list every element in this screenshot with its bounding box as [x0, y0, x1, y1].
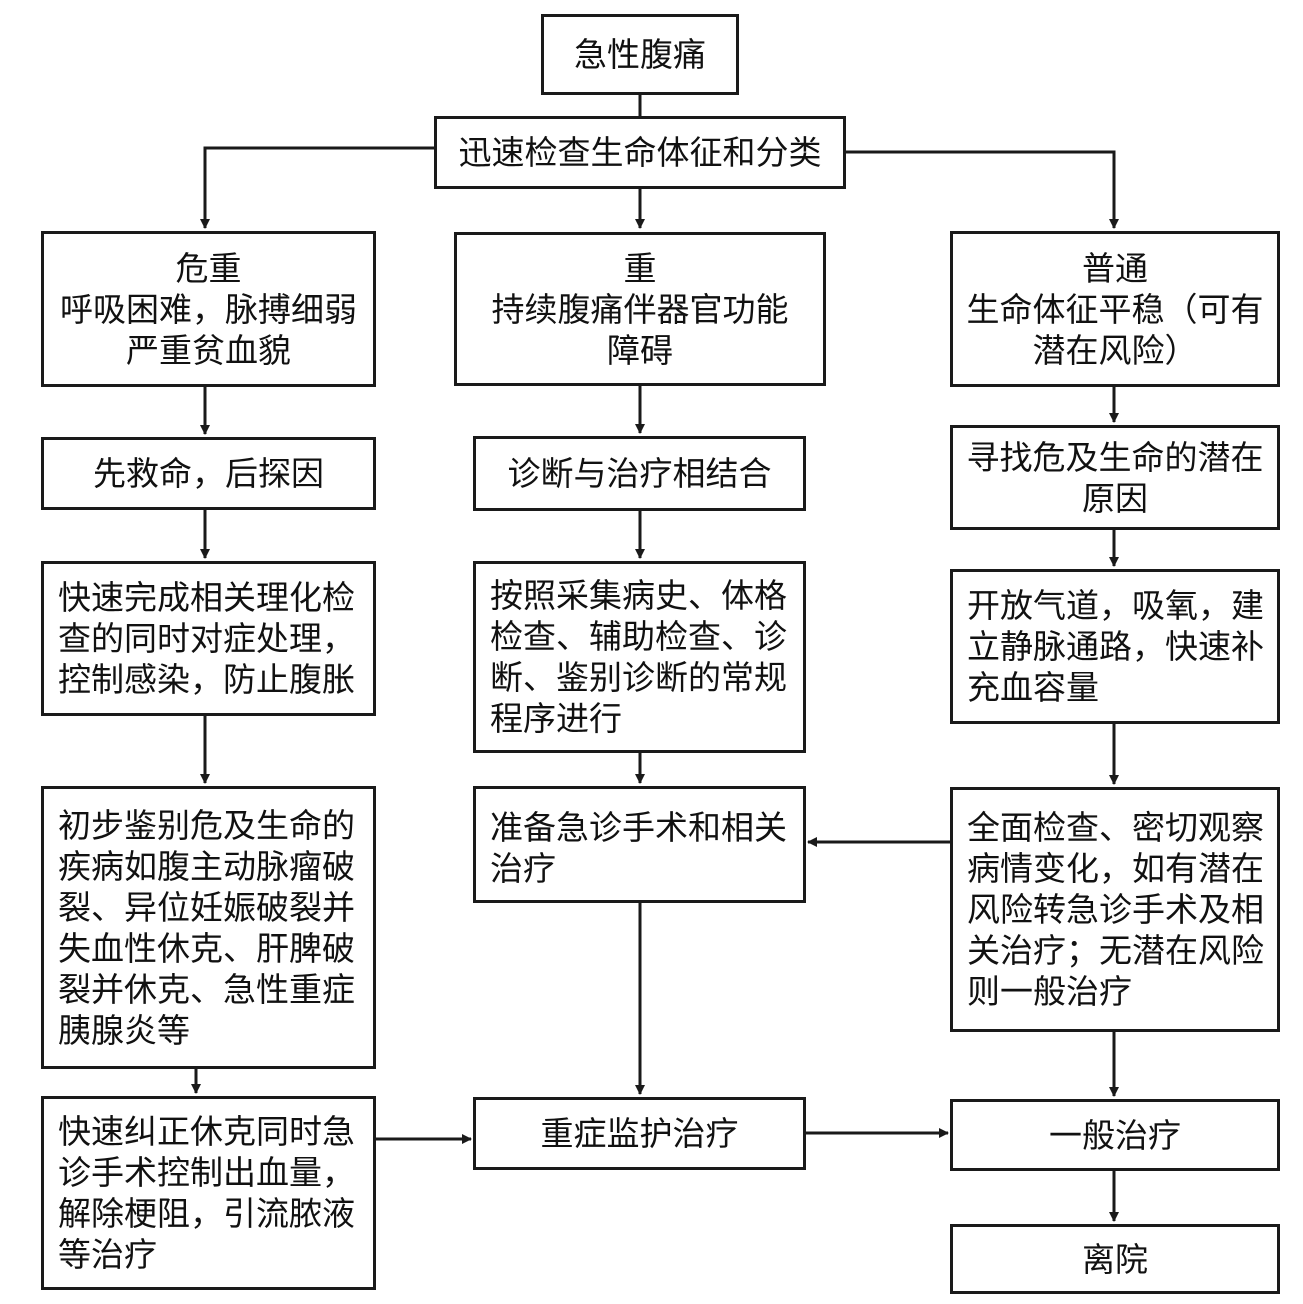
node-full-exam-observe-line-3: 风险转急诊手术及相 — [967, 890, 1264, 929]
node-vital-signs-triage: 迅速检查生命体征和分类 — [434, 116, 846, 189]
node-identify-life-threatening-line-1: 初步鉴别危及生命的 — [58, 805, 355, 845]
node-routine-procedure-line-2: 检查、辅助检查、诊 — [490, 617, 787, 656]
node-normal-line-1: 普通 — [1082, 248, 1148, 288]
node-routine-procedure-line-3: 断、鉴别诊断的常规 — [490, 658, 787, 697]
node-critical-line-1: 危重 — [175, 248, 242, 288]
node-routine-procedure-line-4: 程序进行 — [490, 699, 622, 738]
node-severe-line-1: 重 — [623, 248, 657, 288]
node-normal: 普通 生命体征平稳（可有 潜在风险） — [950, 231, 1280, 387]
edge-triage-normal — [844, 150, 1119, 229]
edge-triage-critical — [200, 146, 436, 229]
node-full-exam-observe-line-2: 病情变化，如有潜在 — [967, 849, 1264, 888]
node-full-exam-observe-line-1: 全面检查、密切观察 — [967, 808, 1264, 847]
node-correct-shock-surgery-line-3: 解除梗阻，引流脓液 — [58, 1194, 355, 1233]
node-critical: 危重 呼吸困难，脉搏细弱 严重贫血貌 — [41, 231, 376, 387]
node-prepare-emergency-surgery-line-1: 准备急诊手术和相关 — [490, 808, 787, 847]
node-severe: 重 持续腹痛伴器官功能 障碍 — [454, 232, 826, 386]
node-acute-abdominal-pain-line: 急性腹痛 — [574, 35, 706, 74]
node-identify-life-threatening-line-3: 裂、异位妊娠破裂并 — [58, 887, 355, 927]
node-discharge-line: 离院 — [1082, 1239, 1148, 1279]
node-airway-oxygen-iv-line-3: 充血容量 — [967, 668, 1099, 707]
node-critical-line-3: 严重贫血貌 — [126, 330, 291, 370]
node-rapid-tests-line-1: 快速完成相关理化检 — [58, 578, 355, 617]
node-identify-life-threatening: 初步鉴别危及生命的 疾病如腹主动脉瘤破 裂、异位妊娠破裂并 失血性休克、肝脾破 … — [41, 786, 376, 1069]
node-find-underlying-cause-line-2: 原因 — [1082, 478, 1148, 518]
node-prepare-emergency-surgery-line-2: 治疗 — [490, 849, 556, 888]
node-routine-procedure-line-1: 按照采集病史、体格 — [490, 576, 787, 615]
node-find-underlying-cause-line-1: 寻找危及生命的潜在 — [966, 437, 1264, 477]
node-airway-oxygen-iv-line-1: 开放气道，吸氧，建 — [967, 586, 1264, 625]
node-identify-life-threatening-line-5: 裂并休克、急性重症 — [58, 969, 355, 1009]
node-critical-line-2: 呼吸困难，脉搏细弱 — [60, 289, 357, 329]
node-rapid-tests-line-3: 控制感染，防止腹胀 — [58, 660, 355, 699]
node-general-treatment-line: 一般治疗 — [1049, 1115, 1181, 1155]
node-diagnosis-with-treatment: 诊断与治疗相结合 — [473, 436, 806, 511]
node-vital-signs-triage-line: 迅速检查生命体征和分类 — [458, 133, 822, 172]
node-severe-line-2: 持续腹痛伴器官功能 — [491, 289, 789, 329]
node-normal-line-3: 潜在风险） — [1032, 330, 1198, 370]
node-airway-oxygen-iv-line-2: 立静脉通路，快速补 — [967, 627, 1264, 666]
node-identify-life-threatening-line-2: 疾病如腹主动脉瘤破 — [58, 846, 355, 886]
node-intensive-care: 重症监护治疗 — [473, 1097, 806, 1170]
node-rapid-tests-symptomatic: 快速完成相关理化检 查的同时对症处理， 控制感染，防止腹胀 — [41, 561, 376, 716]
node-rapid-tests-line-2: 查的同时对症处理， — [58, 619, 355, 658]
node-discharge: 离院 — [950, 1224, 1280, 1294]
node-correct-shock-surgery: 快速纠正休克同时急 诊手术控制出血量， 解除梗阻，引流脓液 等治疗 — [41, 1096, 376, 1290]
node-full-exam-observe: 全面检查、密切观察 病情变化，如有潜在 风险转急诊手术及相 关治疗；无潜在风险 … — [950, 787, 1280, 1032]
node-acute-abdominal-pain: 急性腹痛 — [541, 14, 739, 95]
node-identify-life-threatening-line-6: 胰腺炎等 — [58, 1010, 190, 1050]
node-severe-line-3: 障碍 — [607, 330, 673, 370]
node-routine-diagnostic-procedure: 按照采集病史、体格 检查、辅助检查、诊 断、鉴别诊断的常规 程序进行 — [473, 561, 806, 753]
node-save-life-first: 先救命，后探因 — [41, 437, 376, 510]
node-full-exam-observe-line-5: 则一般治疗 — [967, 972, 1132, 1011]
node-correct-shock-surgery-line-1: 快速纠正休克同时急 — [58, 1112, 355, 1151]
node-full-exam-observe-line-4: 关治疗；无潜在风险 — [967, 931, 1264, 970]
node-normal-line-2: 生命体征平稳（可有 — [966, 289, 1264, 329]
node-airway-oxygen-iv: 开放气道，吸氧，建 立静脉通路，快速补 充血容量 — [950, 569, 1280, 724]
node-identify-life-threatening-line-4: 失血性休克、肝脾破 — [58, 928, 355, 968]
node-correct-shock-surgery-line-4: 等治疗 — [58, 1235, 157, 1274]
node-general-treatment: 一般治疗 — [950, 1099, 1280, 1171]
node-intensive-care-line: 重症监护治疗 — [540, 1114, 739, 1153]
node-diagnosis-with-treatment-line: 诊断与治疗相结合 — [507, 454, 772, 493]
node-prepare-emergency-surgery: 准备急诊手术和相关 治疗 — [473, 786, 806, 903]
node-find-underlying-cause: 寻找危及生命的潜在 原因 — [950, 425, 1280, 530]
node-save-life-first-line: 先救命，后探因 — [93, 454, 324, 493]
node-correct-shock-surgery-line-2: 诊手术控制出血量， — [58, 1153, 355, 1192]
